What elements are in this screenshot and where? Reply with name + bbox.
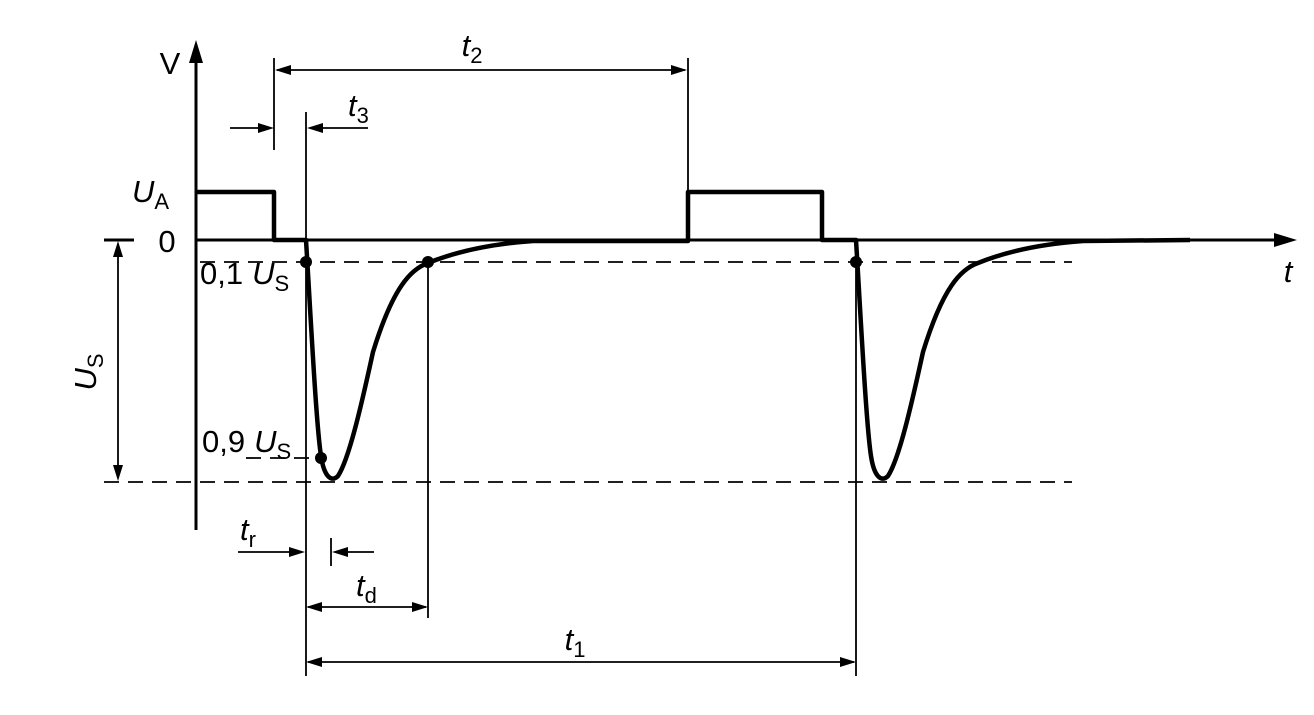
dim-t1-label: t1 xyxy=(565,622,586,662)
dim-tr-arrow-left xyxy=(289,547,305,557)
point-spike1-01us xyxy=(300,256,312,268)
dim-us-arrow-up xyxy=(113,241,123,257)
dim-td-arrow-left xyxy=(306,602,322,612)
dim-td-arrow-right xyxy=(412,602,428,612)
dim-t1-arrow-right xyxy=(840,657,856,667)
point-spike1-09us xyxy=(315,452,327,464)
y-axis-arrowhead xyxy=(189,40,203,63)
dim-t2-arrow-left xyxy=(275,65,291,75)
dim-tr-label: tr xyxy=(240,512,256,552)
point-spike2-01us xyxy=(850,256,862,268)
us-label: US xyxy=(68,353,108,390)
dim-tr-arrow-right xyxy=(332,547,348,557)
dim-t3-arrow-left xyxy=(258,123,274,133)
y-axis-label: V xyxy=(160,46,181,81)
dim-td-label: td xyxy=(356,568,377,608)
dim-t1-arrow-left xyxy=(306,657,322,667)
waveform-trace xyxy=(196,189,1191,481)
dim-t3-label: t3 xyxy=(348,88,369,128)
point-recovery-01us xyxy=(422,256,434,268)
dim-us-arrow-down xyxy=(113,465,123,481)
x-axis-arrowhead xyxy=(1274,233,1297,247)
dim-t2-arrow-right xyxy=(671,65,687,75)
dim-t3-arrow-right xyxy=(307,123,323,133)
origin-label: 0 xyxy=(158,224,175,259)
ua-label: UA xyxy=(132,174,169,214)
dim-t2-label: t2 xyxy=(462,28,483,68)
x-axis-label: t xyxy=(1284,254,1294,289)
